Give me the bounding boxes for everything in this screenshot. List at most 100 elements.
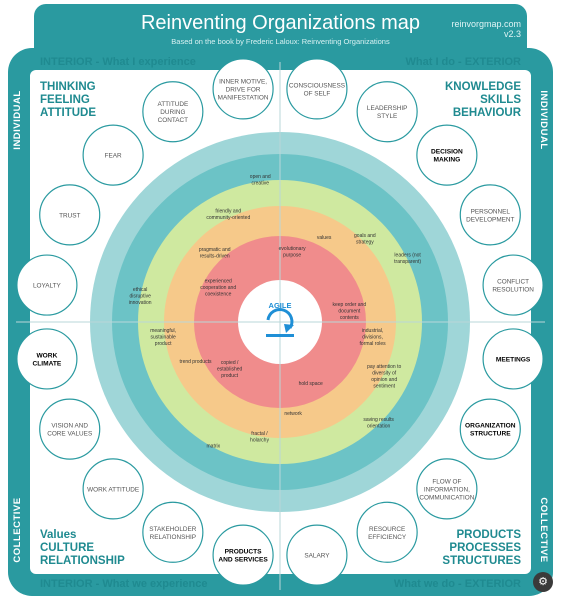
version-label: v2.3 (503, 29, 521, 39)
ring-note-text: strategy (356, 239, 374, 245)
topic-label: AND SERVICES (218, 557, 268, 564)
corner-heading-line: BEHAVIOUR (453, 107, 522, 119)
ring-note-text: values (317, 235, 332, 241)
ring-note-text: leaders (not (394, 253, 421, 259)
quadrant-top-left-label: INTERIOR - What I experience (40, 56, 196, 68)
ring-note-text: saving results (363, 417, 394, 423)
topic-label: WORK ATTITUDE (87, 486, 139, 493)
corner-heading-line: STRUCTURES (442, 555, 521, 567)
header-bar (34, 4, 527, 54)
ring-note-text: network (284, 411, 302, 417)
side-label-individual-left: INDIVIDUAL (12, 90, 23, 149)
topic-circle (416, 458, 478, 520)
agile-arrow-icon (284, 324, 294, 333)
site-link[interactable]: reinvorgmap.com (451, 19, 521, 29)
topic-circle (416, 124, 478, 186)
ring-note-text: evolutionary (279, 246, 306, 252)
topic-label: CONFLICT (497, 279, 529, 286)
assistant-icon[interactable]: ⚙ (533, 572, 553, 592)
ring-note-text: keep order and (332, 302, 366, 308)
site-info: reinvorgmap.com v2.3 (451, 19, 521, 39)
ring-note-text: friendly and (215, 209, 241, 215)
ring-note-text: product (221, 373, 238, 379)
topic-label: CONTACT (158, 117, 189, 124)
topic-bubble[interactable]: WORK ATTITUDE (82, 458, 144, 520)
ring-note: matrix (207, 443, 221, 449)
topic-label: WORK (36, 352, 57, 359)
topic-bubble[interactable]: SALARY (286, 524, 348, 586)
ring-note-text: product (155, 341, 172, 347)
topic-label: FLOW OF (432, 478, 461, 485)
topic-label: RESOLUTION (492, 287, 534, 294)
agile-loop-icon (266, 308, 294, 329)
ring-note-text: fractal / (251, 431, 268, 437)
ring-note-text: pay attention to (367, 364, 401, 370)
topic-bubble[interactable]: MEETINGS (482, 328, 544, 390)
topic-label: MAKING (434, 157, 461, 164)
topic-label: PERSONNEL (471, 208, 511, 215)
page-subtitle: Based on the book by Frederic Laloux: Re… (171, 37, 390, 46)
topic-label: INNER MOTIVE, (219, 78, 267, 85)
topic-label: CLIMATE (32, 360, 61, 367)
topic-label: EFFICIENCY (368, 534, 407, 541)
topic-bubble[interactable]: TRUST (39, 184, 101, 246)
topic-label: ORGANIZATION (465, 423, 516, 430)
ring-note-text: document (338, 308, 361, 314)
ring-note-text: community-oriented (206, 215, 250, 221)
ring-note-text: disruptive (129, 293, 151, 299)
topic-label: ATTITUDE (157, 101, 188, 108)
side-label-collective-left: COLLECTIVE (12, 497, 23, 562)
ring-note-text: meaningful, (150, 328, 176, 334)
quadrant-axes (16, 62, 545, 590)
topic-circle (212, 58, 274, 120)
ring-note-text: transparent) (394, 259, 421, 265)
ring-note-text: purpose (283, 252, 301, 258)
ring-note-text: goals and (354, 233, 376, 239)
topic-label: FEAR (105, 153, 122, 160)
side-label-collective-right: COLLECTIVE (538, 497, 549, 562)
topic-label: RESOURCE (369, 526, 405, 533)
topic-bubble[interactable]: LOYALTY (16, 254, 78, 316)
side-label-individual-right: INDIVIDUAL (538, 90, 549, 149)
topic-bubble[interactable]: FEAR (82, 124, 144, 186)
ring-note-text: open and (250, 174, 271, 180)
corner-heading-line: THINKING (40, 81, 96, 93)
ring-note-text: coexistence (205, 292, 232, 298)
agile-underline (266, 334, 294, 337)
quadrant-bottom-left-label: INTERIOR - What we experience (40, 578, 208, 590)
topic-circle (142, 81, 204, 143)
topic-label: TRUST (59, 212, 80, 219)
topic-label: MEETINGS (496, 356, 531, 363)
ring-note-text: hold space (299, 381, 323, 387)
side-labels: INDIVIDUAL INDIVIDUAL COLLECTIVE COLLECTIVE (12, 90, 549, 562)
topic-label: STRUCTURE (470, 431, 511, 438)
ring-note: industrial,divisions,formal roles (360, 328, 387, 347)
ring-note-text: experienced (205, 279, 232, 285)
topic-circle (286, 524, 348, 586)
